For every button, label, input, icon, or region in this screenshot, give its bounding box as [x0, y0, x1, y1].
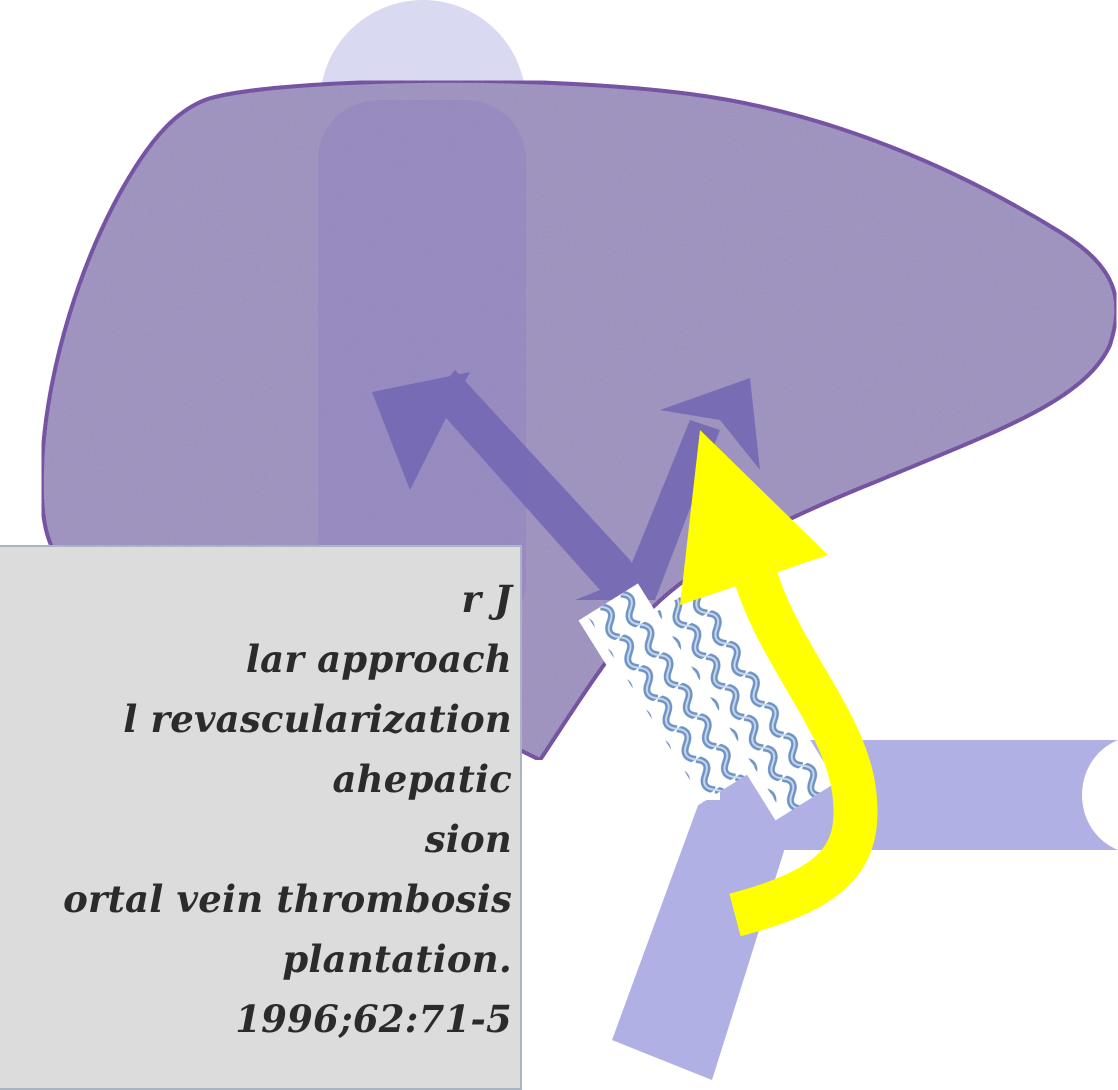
citation-box: r J lar approach l revascularization ahe…: [0, 545, 522, 1090]
citation-line-7: plantation.: [282, 937, 512, 981]
citation-line-4: ahepatic: [332, 757, 512, 801]
citation-line-1: r J: [462, 577, 512, 621]
citation-line-3: l revascularization: [123, 697, 512, 741]
citation-line-8: 1996;62:71-5: [235, 997, 512, 1041]
citation-line-6: ortal vein thrombosis: [63, 877, 512, 921]
mesenteric-vein-branch: [612, 800, 800, 1080]
citation-line-2: lar approach: [246, 637, 512, 681]
citation-line-5: sion: [425, 817, 512, 861]
